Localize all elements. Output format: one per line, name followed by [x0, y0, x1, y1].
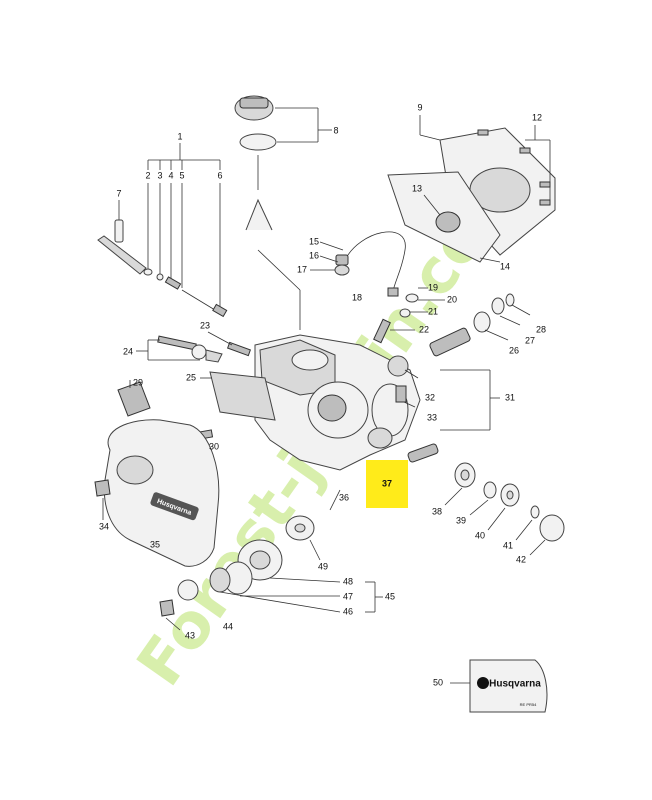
callout-40: 40 — [475, 530, 485, 540]
callout-12: 12 — [532, 112, 542, 122]
callout-20: 20 — [447, 294, 457, 304]
main-housing — [254, 249, 421, 471]
callout-38: 38 — [432, 506, 442, 516]
callout-44: 44 — [223, 621, 233, 631]
callout-18: 18 — [352, 292, 362, 302]
callout-49: 49 — [318, 561, 328, 571]
callout-41: 41 — [503, 540, 513, 550]
highlight-box — [366, 460, 408, 508]
callout-35: 35 — [150, 539, 160, 549]
belt-cover: Husqvarna — [94, 419, 220, 567]
callout-24: 24 — [123, 346, 133, 356]
callout-31: 31 — [505, 392, 515, 402]
brand-logo: Husqvarna — [489, 679, 541, 690]
callout-27: 27 — [525, 335, 535, 345]
shaft-assembly — [97, 143, 228, 318]
callout-29: 29 — [133, 377, 143, 387]
decal: Husqvarna RE PR54 — [450, 659, 548, 713]
callout-7: 7 — [116, 188, 121, 198]
callout-30: 30 — [209, 441, 219, 451]
callout-2: 2 — [145, 170, 150, 180]
callout-labels: 1 2 3 4 5 6 7 8 9 12 13 14 15 16 17 18 1… — [99, 102, 546, 687]
callout-17: 17 — [297, 264, 307, 274]
callout-45: 45 — [385, 591, 395, 601]
callout-22: 22 — [419, 324, 429, 334]
right-side-parts — [387, 293, 565, 556]
callout-34: 34 — [99, 521, 109, 531]
callout-43: 43 — [185, 630, 195, 640]
callout-3: 3 — [157, 170, 162, 180]
bearing-cover — [387, 115, 556, 263]
callout-14: 14 — [500, 261, 510, 271]
callout-15: 15 — [309, 236, 319, 246]
callout-19: 19 — [428, 282, 438, 292]
callout-39: 39 — [456, 515, 466, 525]
callout-33: 33 — [427, 412, 437, 422]
callout-6: 6 — [217, 170, 222, 180]
callout-32: 32 — [425, 392, 435, 402]
callout-48: 48 — [343, 576, 353, 586]
callout-8: 8 — [333, 125, 338, 135]
callout-21: 21 — [428, 306, 438, 316]
callout-28: 28 — [536, 324, 546, 334]
callout-23: 23 — [200, 320, 210, 330]
callout-50: 50 — [433, 677, 443, 687]
oil-cap — [234, 95, 332, 231]
callout-25: 25 — [186, 372, 196, 382]
callout-46: 46 — [343, 606, 353, 616]
callout-47: 47 — [343, 591, 353, 601]
callout-26: 26 — [509, 345, 519, 355]
callout-42: 42 — [516, 554, 526, 564]
callout-16: 16 — [309, 250, 319, 260]
callout-36: 36 — [339, 492, 349, 502]
pulley-assembly — [159, 489, 383, 631]
callout-5: 5 — [179, 170, 184, 180]
callout-9: 9 — [417, 102, 422, 112]
callout-4: 4 — [168, 170, 173, 180]
callout-1: 1 — [177, 131, 182, 141]
callout-37: 37 — [382, 478, 392, 488]
water-hose — [310, 231, 445, 344]
decal-small-text: RE PR54 — [520, 702, 537, 707]
callout-13: 13 — [412, 183, 422, 193]
